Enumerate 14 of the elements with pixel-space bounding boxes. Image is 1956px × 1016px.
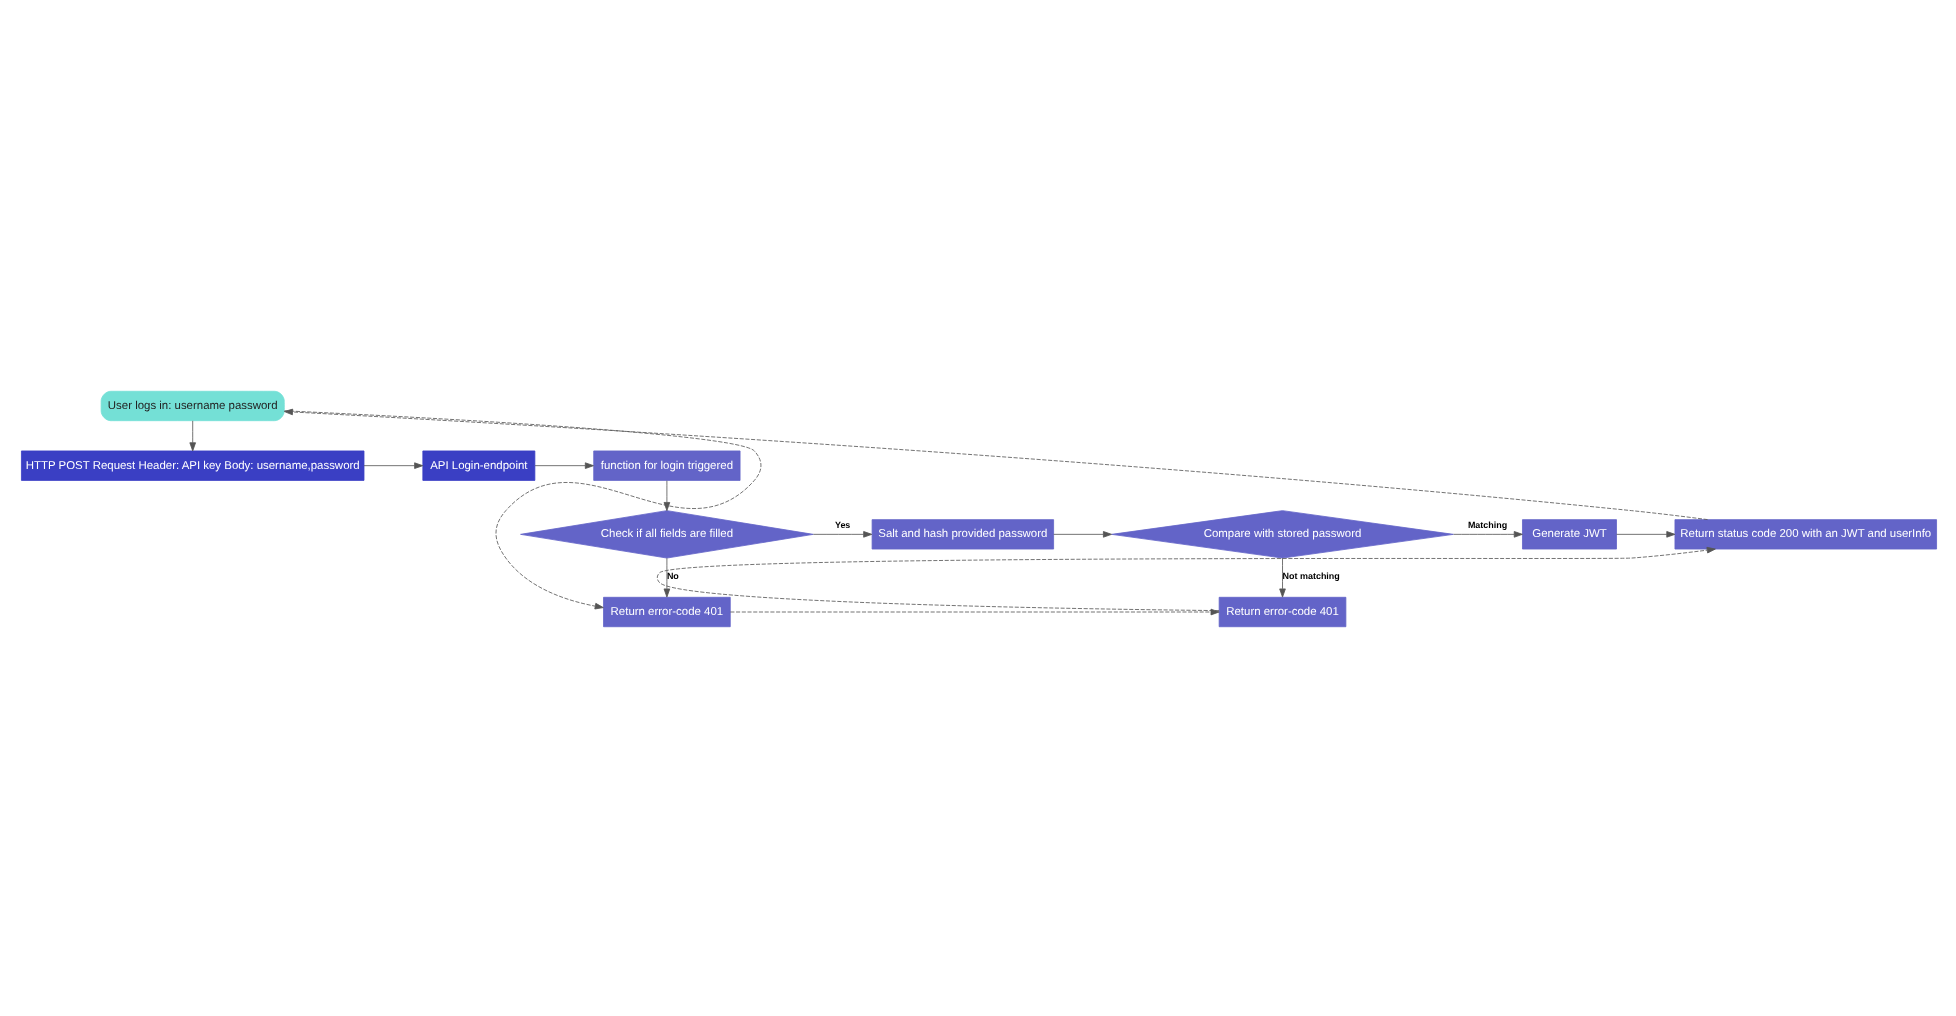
arrow	[662, 556, 670, 597]
arrow	[188, 419, 195, 451]
arrow	[1615, 530, 1675, 537]
arrow	[728, 607, 1219, 615]
arrow	[283, 407, 1707, 519]
arrow	[1278, 556, 1285, 597]
arrow	[1052, 530, 1111, 537]
arrow	[655, 545, 1715, 611]
arrow	[662, 479, 670, 511]
arrow	[362, 461, 423, 468]
arrow	[283, 409, 761, 609]
arrow	[533, 461, 593, 468]
arrow	[1452, 530, 1522, 537]
arrow	[811, 530, 872, 537]
